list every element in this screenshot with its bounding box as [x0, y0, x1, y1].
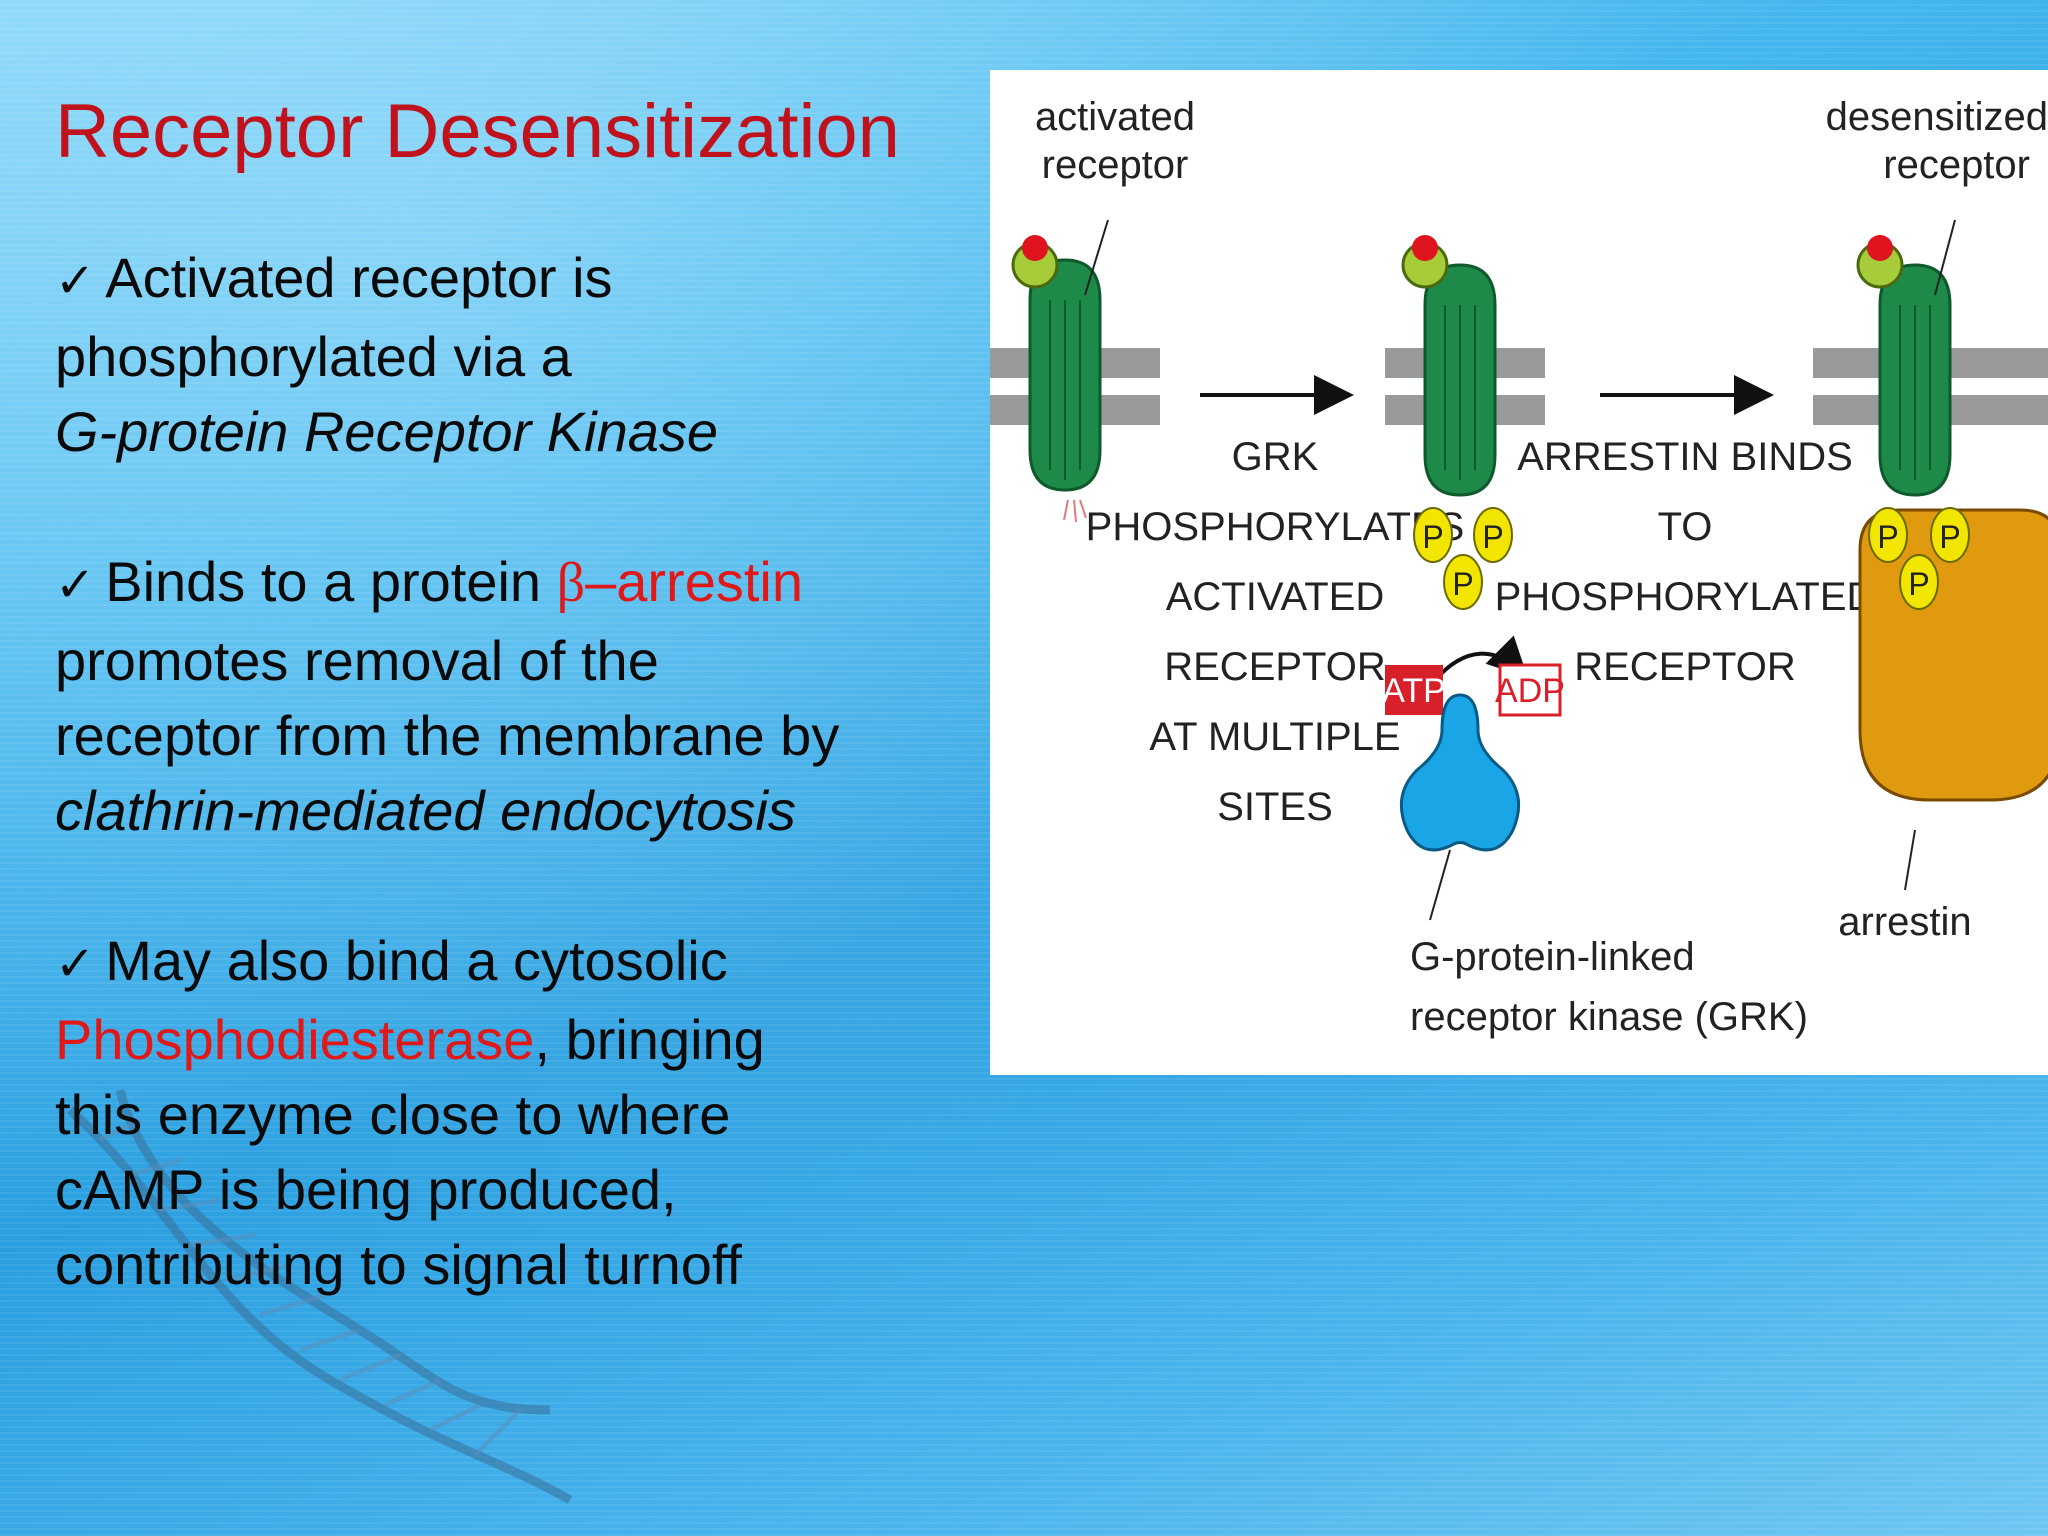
label-activated-1: activated [1035, 95, 1195, 139]
bullet-text: contributing to signal turnoff [55, 1233, 742, 1296]
phosphorylated-receptor-icon [1401, 235, 1497, 497]
bullet-text: Activated receptor is [105, 246, 613, 309]
phosphate-group-icon: P P P [1868, 507, 1970, 610]
bullet-text-italic: clathrin-mediated endocytosis [55, 779, 796, 842]
bullet-text: May also bind a cytosolic [105, 929, 728, 992]
arrestin-highlight: –arrestin [585, 550, 803, 613]
svg-text:P: P [1482, 519, 1503, 555]
step2-line: PHOSPHORYLATED [1495, 575, 1876, 619]
bullet-item: ✓Activated receptor is phosphorylated vi… [55, 240, 955, 469]
bullet-text: , bringing [534, 1008, 765, 1071]
diagram-canvas: activated receptor GRK PHOSPHORYLATES AC… [990, 95, 2048, 1039]
svg-text:P: P [1452, 566, 1473, 602]
label-activated-2: receptor [1042, 143, 1189, 187]
beta-symbol: β [556, 552, 586, 614]
check-icon: ✓ [55, 936, 96, 992]
step1-line: ACTIVATED [1166, 575, 1385, 619]
step2-line: RECEPTOR [1574, 645, 1796, 689]
label-arrestin: arrestin [1838, 900, 1971, 944]
label-desensitized-1: desensitized [1826, 95, 2048, 139]
step1-label: GRK PHOSPHORYLATES ACTIVATED RECEPTOR AT… [1086, 435, 1465, 829]
step1-line: GRK [1232, 435, 1319, 479]
check-icon: ✓ [55, 557, 96, 613]
svg-text:ATP: ATP [1382, 672, 1446, 710]
bullet-text: phosphorylated via a [55, 325, 572, 388]
leader-line [1429, 849, 1451, 921]
dna-helix-icon [66, 1088, 573, 1504]
adp-badge: ADP [1495, 663, 1565, 717]
label-grk-2: receptor kinase (GRK) [1410, 995, 1808, 1039]
leader-line [1904, 829, 1916, 891]
svg-text:P: P [1422, 519, 1443, 555]
svg-text:ADP: ADP [1495, 672, 1565, 710]
bullet-item: ✓May also bind a cytosolic Phosphodieste… [55, 923, 955, 1302]
step1-line: RECEPTOR [1164, 645, 1386, 689]
desensitized-receptor-icon [1856, 235, 1952, 497]
bullet-item: ✓Binds to a protein β–arrestin promotes … [55, 544, 955, 848]
desensitization-diagram: activated receptor GRK PHOSPHORYLATES AC… [990, 70, 2048, 1075]
step1-line: PHOSPHORYLATES [1086, 505, 1465, 549]
bullet-text-italic: G-protein Receptor Kinase [55, 400, 719, 463]
leader-line [1084, 219, 1109, 296]
bullet-text: cAMP is being produced, [55, 1158, 677, 1221]
bullet-text: receptor from the membrane by [55, 704, 840, 767]
grk-enzyme-icon [1399, 693, 1521, 852]
slide-title: Receptor Desensitization [55, 89, 900, 174]
label-desensitized-2: receptor [1883, 143, 2030, 187]
bullet-list: ✓Activated receptor is phosphorylated vi… [55, 240, 955, 1377]
bullet-text: this enzyme close to where [55, 1083, 731, 1146]
check-icon: ✓ [55, 253, 96, 309]
phosphate-group-icon: P P P [1413, 507, 1513, 610]
label-grk-1: G-protein-linked [1410, 935, 1695, 979]
step2-line: ARRESTIN BINDS [1517, 435, 1853, 479]
svg-text:P: P [1908, 566, 1929, 602]
phosphodiesterase-highlight: Phosphodiesterase [55, 1008, 535, 1071]
bullet-text: Binds to a protein [105, 550, 557, 613]
activated-receptor-icon [1011, 235, 1102, 523]
svg-text:P: P [1939, 519, 1960, 555]
step1-line: SITES [1217, 785, 1333, 829]
leader-line [1934, 219, 1956, 296]
bullet-text: promotes removal of the [55, 629, 659, 692]
step2-label: ARRESTIN BINDS TO PHOSPHORYLATED RECEPTO… [1495, 435, 1876, 689]
step2-line: TO [1658, 505, 1713, 549]
svg-text:P: P [1877, 519, 1898, 555]
step1-line: AT MULTIPLE [1149, 715, 1400, 759]
atp-badge: ATP [1382, 665, 1446, 715]
